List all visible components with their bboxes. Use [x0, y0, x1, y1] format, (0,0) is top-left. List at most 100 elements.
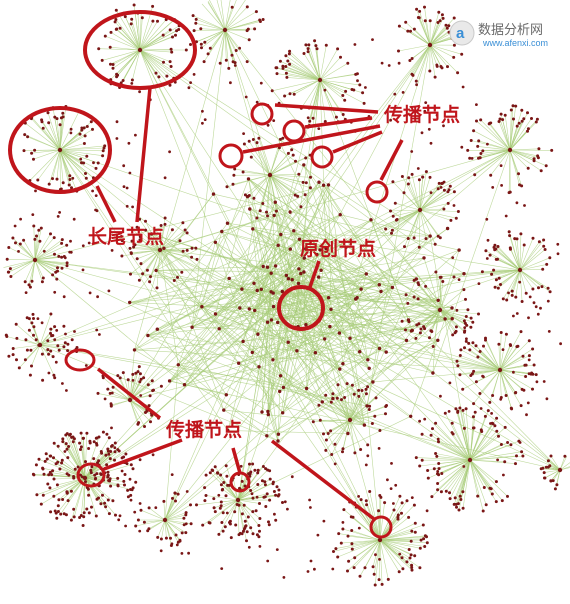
network-node [284, 71, 288, 75]
network-edge [84, 433, 88, 479]
network-node [459, 348, 463, 352]
network-node [106, 447, 110, 451]
network-node [501, 348, 505, 351]
network-node [401, 91, 405, 94]
network-edge [159, 225, 162, 251]
network-edge [239, 289, 262, 309]
network-node [496, 458, 499, 462]
network-edge [455, 459, 471, 505]
network-edge [425, 20, 431, 46]
network-node [219, 504, 223, 508]
network-edge [164, 300, 439, 521]
network-node [448, 184, 452, 188]
watermark-logo: a 数据分析网 www.afenxi.com [449, 20, 548, 48]
network-edge [107, 388, 131, 401]
network-node [109, 450, 113, 453]
network-node [422, 537, 426, 541]
network-node [98, 333, 101, 336]
network-node [238, 306, 242, 310]
network-node [241, 339, 245, 344]
network-node [68, 178, 72, 181]
network-node [40, 321, 44, 325]
network-node [483, 414, 487, 418]
network-node [416, 167, 420, 170]
network-node [62, 324, 66, 328]
network-node [103, 34, 107, 38]
network-edge [129, 399, 151, 422]
network-node [150, 413, 154, 417]
network-node [546, 286, 550, 290]
network-edge [511, 269, 521, 292]
network-node [406, 182, 410, 186]
network-node [147, 404, 151, 408]
network-node [555, 483, 559, 487]
network-edge [238, 362, 351, 421]
network-node [32, 317, 35, 320]
network-edge [258, 44, 431, 367]
network-node [60, 255, 64, 259]
network-node [408, 556, 412, 560]
network-node [255, 216, 259, 220]
network-node [64, 513, 68, 517]
network-node [293, 193, 297, 197]
network-node [114, 513, 117, 517]
network-node [61, 498, 65, 501]
network-node [288, 92, 292, 96]
network-edge [278, 273, 302, 435]
network-edge [116, 49, 141, 77]
network-node [302, 256, 306, 260]
network-node [335, 396, 339, 400]
network-node [163, 222, 167, 226]
network-node [95, 328, 99, 332]
network-node [469, 374, 473, 377]
network-node [52, 456, 55, 460]
network-node [134, 371, 138, 375]
network-node [423, 545, 427, 548]
network-node [364, 463, 368, 467]
network-edge [39, 313, 52, 346]
network-node [161, 33, 165, 37]
network-node [392, 508, 396, 512]
network-node [258, 529, 261, 533]
network-node [334, 547, 338, 551]
network-edge [129, 302, 453, 319]
network-node [436, 338, 440, 342]
network-node [283, 94, 287, 98]
network-node [88, 441, 92, 445]
network-edge [148, 507, 166, 521]
network-node [340, 398, 343, 402]
network-node [377, 509, 381, 513]
network-node [47, 121, 51, 125]
network-node [138, 235, 142, 239]
network-node [55, 117, 59, 121]
network-edge [282, 309, 441, 414]
network-node [159, 224, 163, 227]
network-node [199, 27, 203, 31]
network-edge [293, 230, 380, 349]
network-node [509, 443, 513, 447]
network-node [315, 47, 319, 51]
network-edge [269, 174, 387, 353]
network-node [9, 275, 13, 278]
network-node [54, 462, 58, 466]
network-node [101, 493, 104, 497]
network-node [443, 411, 447, 415]
network-node [200, 305, 204, 309]
network-node [311, 420, 315, 424]
network-node [149, 232, 154, 236]
network-edge [224, 29, 453, 319]
network-edge [221, 499, 239, 503]
network-node [52, 494, 56, 498]
network-node [246, 515, 250, 519]
label-original: 原创节点 [300, 237, 376, 260]
network-node [39, 226, 43, 230]
network-node [447, 410, 451, 413]
network-edge [379, 539, 421, 549]
network-edge [59, 149, 72, 188]
network-edge [429, 17, 455, 46]
network-node [439, 394, 442, 398]
network-edge [223, 409, 279, 442]
network-node [185, 231, 189, 235]
network-edge [139, 49, 274, 307]
network-node [203, 118, 207, 121]
